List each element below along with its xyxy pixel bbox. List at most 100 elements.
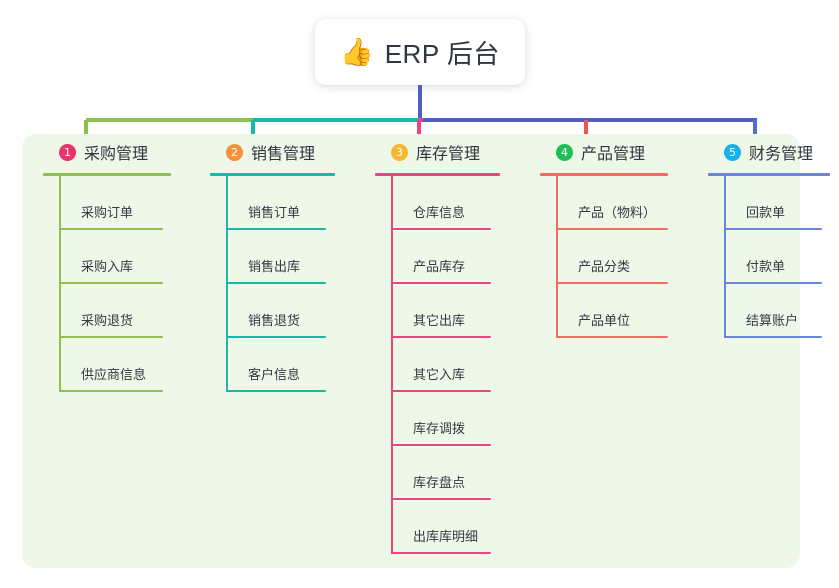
- menu-item-rule: [556, 228, 668, 230]
- column-title: 产品管理: [581, 146, 646, 163]
- menu-item-rule: [724, 336, 822, 338]
- menu-item-rule: [391, 498, 491, 500]
- menu-item[interactable]: 销售退货: [226, 284, 335, 338]
- menu-item[interactable]: 库存盘点: [391, 446, 500, 500]
- menu-item-label: 结算账户: [746, 313, 799, 328]
- connector-drop: [251, 120, 255, 141]
- column-items: 回款单付款单结算账户: [724, 176, 830, 338]
- connector-segment: [423, 118, 757, 122]
- column-header-rule: [375, 173, 500, 176]
- root-title-text: ERP 后台: [384, 38, 500, 69]
- menu-item-label: 产品单位: [578, 313, 631, 328]
- menu-item-label: 仓库信息: [413, 205, 466, 220]
- menu-item-rule: [226, 282, 326, 284]
- menu-item[interactable]: 结算账户: [724, 284, 830, 338]
- column-spine: [391, 176, 393, 554]
- menu-item-label: 产品分类: [578, 259, 631, 274]
- menu-item-label: 产品（物料）: [578, 205, 657, 220]
- diagram-panel: [22, 134, 800, 568]
- menu-item-label: 回款单: [746, 205, 786, 220]
- connector-drop: [84, 120, 88, 141]
- menu-item-rule: [724, 228, 822, 230]
- menu-item-label: 采购退货: [81, 313, 134, 328]
- column-5: 5 财务管理回款单付款单结算账户: [708, 134, 830, 338]
- menu-item[interactable]: 付款单: [724, 230, 830, 284]
- column-spine: [59, 176, 61, 392]
- connector-segment: [86, 118, 253, 122]
- menu-item[interactable]: 采购退货: [59, 284, 171, 338]
- menu-item-rule: [391, 390, 491, 392]
- column-items: 采购订单采购入库采购退货供应商信息: [59, 176, 171, 392]
- menu-item[interactable]: 其它入库: [391, 338, 500, 392]
- column-title: 财务管理: [749, 146, 814, 163]
- menu-item-rule: [724, 282, 822, 284]
- menu-item[interactable]: 回款单: [724, 176, 830, 230]
- menu-item-label: 供应商信息: [81, 367, 147, 382]
- menu-item-rule: [226, 228, 326, 230]
- menu-item-rule: [556, 336, 668, 338]
- connector-drop: [584, 120, 588, 141]
- menu-item-label: 付款单: [746, 259, 786, 274]
- menu-item[interactable]: 仓库信息: [391, 176, 500, 230]
- column-header-rule: [210, 173, 335, 176]
- menu-item[interactable]: 其它出库: [391, 284, 500, 338]
- menu-item-rule: [391, 552, 491, 554]
- column-number-badge: 5: [724, 143, 741, 161]
- root-title-card: 👍 ERP 后台: [315, 19, 525, 85]
- menu-item[interactable]: 客户信息: [226, 338, 335, 392]
- menu-item-rule: [391, 228, 491, 230]
- column-items: 产品（物料） 产品分类产品单位: [556, 176, 668, 338]
- menu-item-label: 销售出库: [248, 259, 301, 274]
- menu-item-rule: [391, 444, 491, 446]
- column-number-badge: 3: [391, 143, 408, 161]
- menu-item[interactable]: 销售出库: [226, 230, 335, 284]
- menu-item[interactable]: 出库库明细: [391, 500, 500, 554]
- menu-item-label: 客户信息: [248, 367, 301, 382]
- connector-drop: [753, 120, 757, 141]
- menu-item-label: 库存调拨: [413, 421, 466, 436]
- column-items: 销售订单销售出库销售退货客户信息: [226, 176, 335, 392]
- menu-item-label: 销售退货: [248, 313, 301, 328]
- column-header-rule: [708, 173, 830, 176]
- column-number-badge: 2: [226, 143, 243, 161]
- menu-item[interactable]: 产品库存: [391, 230, 500, 284]
- menu-item[interactable]: 产品（物料）: [556, 176, 668, 230]
- menu-item-rule: [59, 282, 163, 284]
- column-spine: [226, 176, 228, 392]
- connector-drop: [417, 120, 421, 141]
- menu-item[interactable]: 产品分类: [556, 230, 668, 284]
- menu-item[interactable]: 库存调拨: [391, 392, 500, 446]
- menu-item-label: 出库库明细: [413, 529, 479, 544]
- menu-item-rule: [556, 282, 668, 284]
- menu-item[interactable]: 销售订单: [226, 176, 335, 230]
- menu-item-label: 库存盘点: [413, 475, 466, 490]
- menu-item[interactable]: 采购入库: [59, 230, 171, 284]
- menu-item-rule: [391, 336, 491, 338]
- menu-item-rule: [59, 228, 163, 230]
- menu-item[interactable]: 产品单位: [556, 284, 668, 338]
- menu-item-rule: [59, 336, 163, 338]
- menu-item[interactable]: 供应商信息: [59, 338, 171, 392]
- menu-item-rule: [226, 336, 326, 338]
- menu-item[interactable]: 采购订单: [59, 176, 171, 230]
- menu-item-rule: [226, 390, 326, 392]
- column-header[interactable]: 5 财务管理: [708, 134, 830, 170]
- column-number-badge: 1: [59, 143, 76, 161]
- column-header-rule: [540, 173, 668, 176]
- thumbs-up-icon: 👍: [340, 36, 374, 67]
- column-spine: [724, 176, 726, 338]
- menu-item-label: 其它出库: [413, 313, 466, 328]
- column-spine: [556, 176, 558, 338]
- menu-item-rule: [391, 282, 491, 284]
- column-items: 仓库信息产品库存其它出库其它入库库存调拨库存盘点出库库明细: [391, 176, 500, 554]
- column-header-rule: [43, 173, 171, 176]
- menu-item-label: 销售订单: [248, 205, 301, 220]
